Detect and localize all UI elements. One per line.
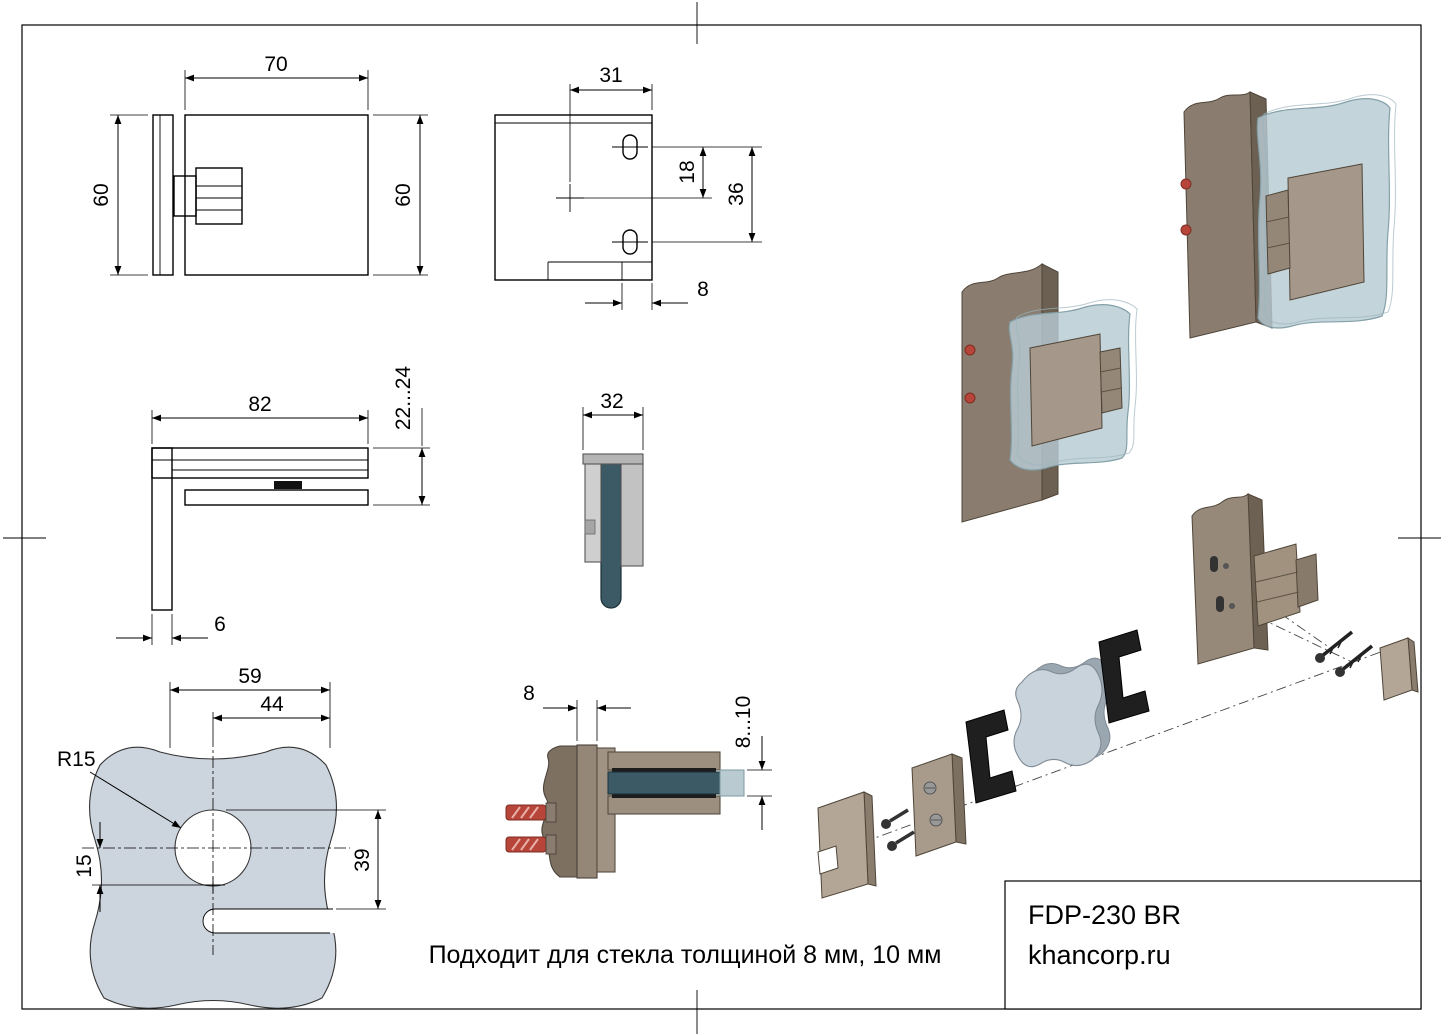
dim-bracket-slot-span: 36 bbox=[725, 182, 748, 205]
dim-gasket-hole-offset: 15 bbox=[73, 854, 96, 877]
exploded-gasket-wavy bbox=[1013, 657, 1112, 768]
section-screw-bottom bbox=[505, 834, 557, 855]
exploded-gasket-black-2 bbox=[1098, 629, 1150, 724]
profile-cap bbox=[582, 453, 644, 465]
render-hinge-assembled-right bbox=[1180, 91, 1397, 339]
view-profile: 32 bbox=[582, 390, 644, 609]
website: khancorp.ru bbox=[1028, 940, 1171, 970]
exploded-end-cap bbox=[1379, 637, 1419, 701]
section-plate bbox=[576, 744, 598, 879]
title-block: FDP-230 BR khancorp.ru bbox=[1004, 880, 1422, 1010]
exploded-mounting-plate bbox=[911, 753, 967, 857]
view-bracket: 31 18 36 8 bbox=[494, 64, 762, 310]
exploded-gasket-black-1 bbox=[965, 709, 1017, 804]
exploded-knuckle-mechanism bbox=[1253, 543, 1301, 627]
profile-plate-right bbox=[620, 459, 644, 567]
front-knuckle bbox=[195, 167, 243, 225]
dim-gasket-hole-radius: R15 bbox=[57, 748, 96, 771]
dim-bracket-flange: 8 bbox=[697, 278, 709, 301]
render-b-wall-bar bbox=[1183, 91, 1257, 339]
exploded-hinge-body bbox=[1191, 492, 1319, 665]
render-b-red-dot-2 bbox=[1180, 224, 1192, 236]
dim-front-width: 70 bbox=[264, 53, 287, 76]
render-b-red-dot-1 bbox=[1180, 178, 1192, 190]
front-thin-plate bbox=[152, 114, 174, 276]
section-glass-edge bbox=[719, 769, 745, 797]
render-exploded bbox=[817, 492, 1419, 899]
render-a-red-dot-2 bbox=[964, 392, 976, 404]
dim-gasket-half-width: 44 bbox=[260, 693, 284, 716]
dim-profile-depth: 32 bbox=[600, 390, 623, 413]
front-body-plate bbox=[184, 114, 369, 276]
dim-side-leg: 6 bbox=[214, 613, 226, 636]
drawing-frame bbox=[3, 2, 1441, 1034]
view-gasket: 59 44 R15 15 39 bbox=[57, 665, 386, 1009]
section-seal-top bbox=[612, 768, 716, 772]
side-leg bbox=[151, 447, 173, 611]
model-number: FDP-230 BR bbox=[1028, 900, 1181, 930]
render-a-knuckle bbox=[1099, 347, 1123, 414]
section-plate-top bbox=[607, 751, 721, 771]
view-section: 8 8...10 bbox=[505, 682, 772, 879]
bracket-outline bbox=[494, 114, 653, 281]
side-lower-jaw bbox=[184, 489, 369, 506]
title-block-border bbox=[1004, 880, 1422, 1010]
section-screw-top bbox=[505, 802, 557, 823]
dim-gasket-cutout-height: 39 bbox=[351, 848, 374, 871]
dim-gasket-width: 59 bbox=[238, 665, 261, 688]
dim-side-height-range: 22...24 bbox=[392, 366, 415, 431]
dim-side-length: 82 bbox=[248, 393, 271, 416]
render-b-clamp-plate bbox=[1287, 163, 1365, 301]
dim-bracket-slot-to-center: 18 bbox=[676, 160, 699, 183]
render-b-knuckle bbox=[1265, 189, 1291, 275]
dim-front-body-height: 60 bbox=[392, 183, 415, 206]
exploded-screws-right bbox=[1315, 630, 1374, 677]
render-a-clamp-plate bbox=[1029, 333, 1103, 447]
dim-front-plate-height: 60 bbox=[90, 183, 113, 206]
view-front: 70 60 60 bbox=[90, 53, 428, 276]
exploded-cover-plate bbox=[817, 791, 877, 899]
render-a-red-dot-1 bbox=[964, 344, 976, 356]
dim-bracket-width: 31 bbox=[599, 64, 622, 87]
profile-plate-left bbox=[584, 459, 602, 563]
view-side: 82 22...24 6 bbox=[116, 366, 430, 645]
section-plate-bottom bbox=[607, 795, 721, 815]
dim-section-plate: 8 bbox=[523, 682, 535, 705]
profile-glass bbox=[600, 457, 622, 609]
dim-section-glass: 8...10 bbox=[732, 696, 755, 749]
compatibility-note: Подходит для стекла толщиной 8 мм, 10 мм bbox=[429, 941, 942, 969]
render-hinge-assembled-left bbox=[961, 262, 1138, 523]
exploded-screws-left bbox=[881, 808, 915, 851]
section-seal-bottom bbox=[612, 794, 716, 798]
side-upper-jaw bbox=[151, 447, 369, 479]
section-glass bbox=[607, 771, 721, 795]
side-seal bbox=[274, 481, 302, 489]
